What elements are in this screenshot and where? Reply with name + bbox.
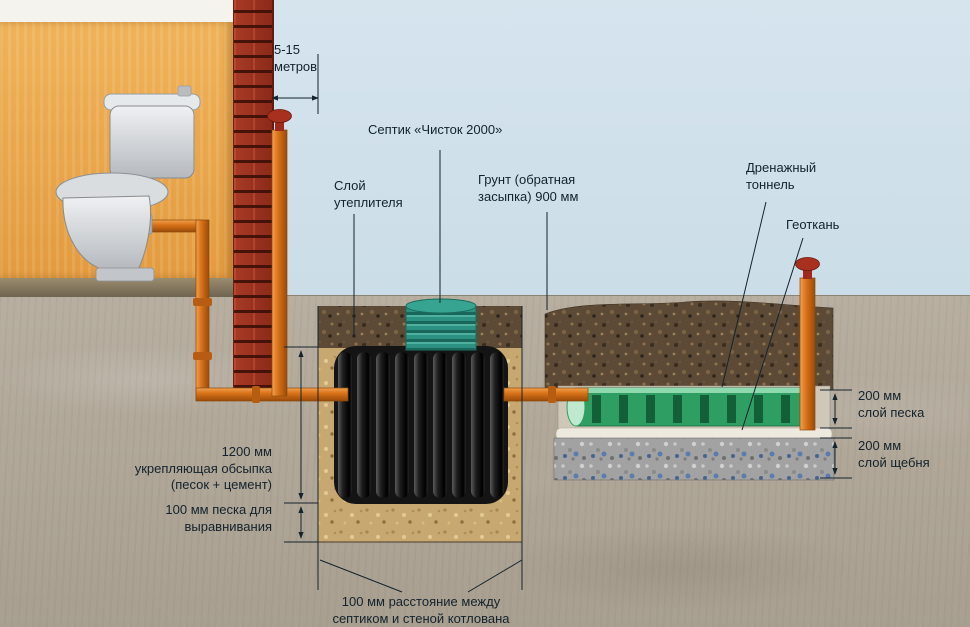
dimension-lines xyxy=(271,54,852,593)
drainage-tunnel xyxy=(566,387,813,427)
gravel-layer xyxy=(553,437,835,481)
toilet xyxy=(55,85,201,282)
flush-handle xyxy=(177,85,192,97)
septic-tank xyxy=(334,346,508,504)
vent-pipe-field xyxy=(795,257,820,431)
geotextile-leader-line xyxy=(741,237,804,431)
tunnel-leader-line xyxy=(721,201,767,388)
label-drainage-tunnel: Дренажный тоннель xyxy=(746,160,817,192)
pipe-coupling xyxy=(252,386,260,403)
brick-pillar xyxy=(233,0,274,400)
vent-pipe-house xyxy=(267,109,292,397)
label-reinforcing: 1200 мм укрепляющая обсыпка (песок + цем… xyxy=(134,444,272,493)
vent-cap-icon xyxy=(795,257,820,271)
label-sand-layer: 200 мм слой песка xyxy=(858,388,925,420)
label-gravel-layer: 200 мм слой щебня xyxy=(858,438,930,470)
label-pit-gap: 100 мм расстояние между септиком и стено… xyxy=(332,594,510,626)
label-backfill: Грунт (обратная засыпка) 900 мм xyxy=(478,172,579,204)
pipe-coupling xyxy=(193,352,212,360)
pipe-coupling xyxy=(548,386,556,403)
septic-pit xyxy=(318,298,522,543)
septic-tank-lid xyxy=(405,298,477,351)
toilet-bowl xyxy=(62,195,151,271)
label-septic: Септик «Чисток 2000» xyxy=(368,122,503,137)
backfill-mound xyxy=(544,300,834,391)
house-foundation-shadow xyxy=(0,278,233,297)
pipe-coupling xyxy=(193,298,212,306)
label-distance: 5-15 метров xyxy=(274,42,318,74)
sewer-pipes xyxy=(145,219,589,403)
label-leveling: 100 мм песка для выравнивания xyxy=(165,502,272,534)
label-insulation: Слой утеплителя xyxy=(334,178,403,210)
toilet-base xyxy=(95,267,155,282)
cistern xyxy=(109,105,195,179)
label-geotextile: Геоткань xyxy=(786,217,840,232)
vent-cap-icon xyxy=(267,109,292,123)
